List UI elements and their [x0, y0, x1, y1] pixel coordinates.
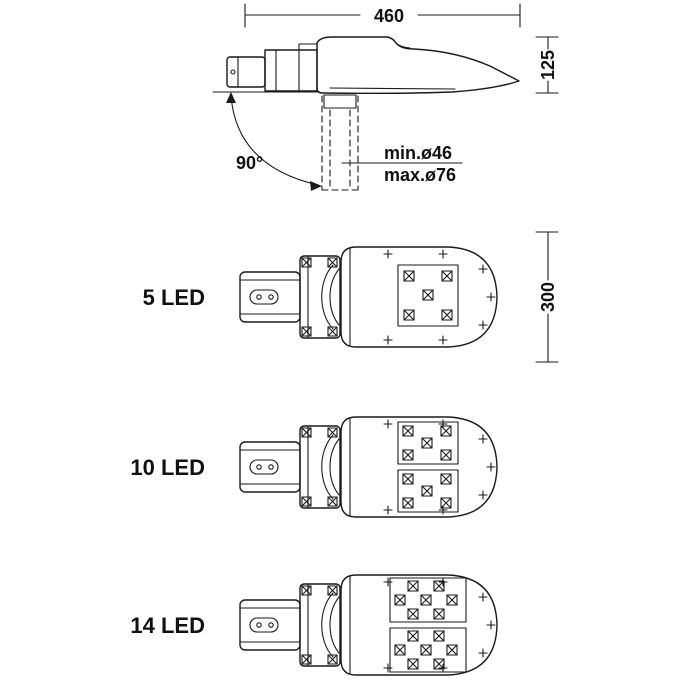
pole-min-text: min.ø46 — [384, 143, 452, 163]
top-view-5led: 5 LED 300 — [143, 231, 559, 363]
led-module-5 — [397, 264, 459, 327]
width-dimension — [244, 3, 521, 28]
length-dimension — [535, 231, 559, 363]
variant-label-14led: 14 LED — [130, 613, 205, 638]
luminaire-side-profile — [226, 36, 520, 95]
rotation-angle-dimension — [212, 91, 322, 191]
variant-label-10led: 10 LED — [130, 455, 205, 480]
pole-max-text: max.ø76 — [384, 165, 456, 185]
led-modules-14 — [389, 577, 467, 673]
height-dim-text: 125 — [538, 50, 558, 80]
width-dim-text: 460 — [374, 6, 404, 26]
top-view-14led: 14 LED — [130, 574, 498, 676]
side-view-drawing: 460 125 90° — [212, 3, 559, 191]
top-view-10led: 10 LED — [130, 416, 498, 518]
led-modules-10 — [397, 421, 459, 513]
rotation-dim-text: 90° — [236, 153, 263, 173]
length-dim-text: 300 — [538, 282, 558, 312]
height-dimension — [535, 36, 559, 94]
variant-label-5led: 5 LED — [143, 285, 205, 310]
pole-mount-dashed — [321, 94, 359, 191]
